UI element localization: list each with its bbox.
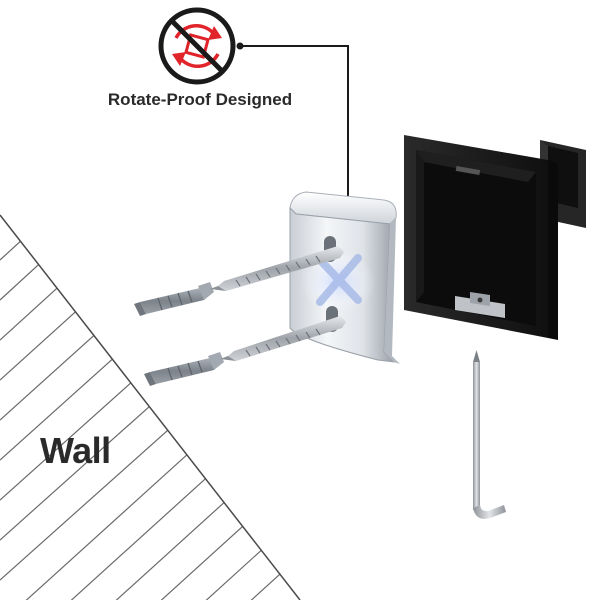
- wall-edge: [0, 214, 301, 600]
- wall-anchor-lower: [144, 352, 224, 386]
- wall-anchor-upper: [134, 282, 214, 316]
- allen-key: [473, 350, 506, 519]
- screw-upper: [210, 246, 344, 291]
- callout-label: Rotate-Proof Designed: [107, 90, 293, 109]
- no-rotate-icon: [158, 7, 236, 85]
- wall-label: Wall: [40, 430, 111, 471]
- towel-hook-body: [404, 135, 586, 340]
- callout-leader-line: [236, 42, 351, 211]
- screw-lower: [220, 316, 346, 361]
